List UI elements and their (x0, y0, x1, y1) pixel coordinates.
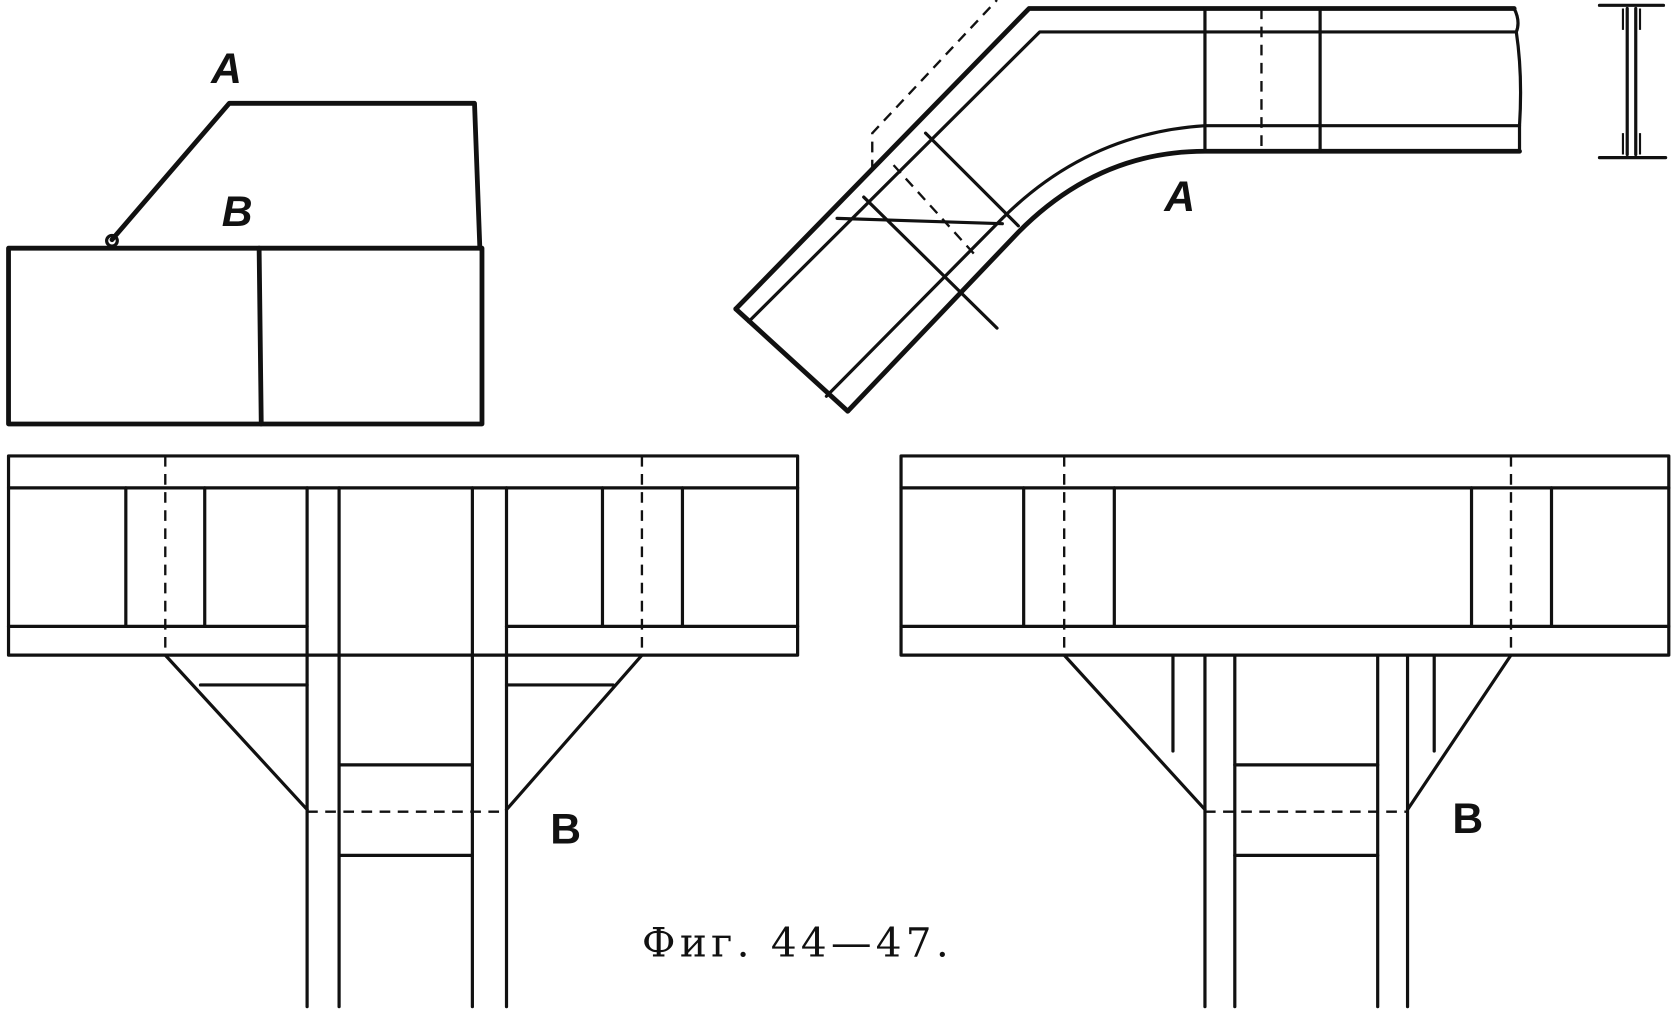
label-a: A (210, 45, 242, 93)
fig-44-scheme: A B (6, 45, 485, 427)
label-b: B (222, 188, 253, 236)
fig-45-bent-beam: A (733, 0, 1523, 414)
label-b: B (550, 806, 581, 854)
label-a: A (1163, 173, 1195, 221)
i-section-icon (1597, 3, 1668, 160)
figure-caption: Фиг. 44—47. (642, 919, 953, 967)
fig-46-beam-column-joint: B (6, 454, 800, 1009)
label-b: B (1452, 795, 1483, 843)
fig-47-beam-column-joint: B (899, 454, 1671, 1009)
